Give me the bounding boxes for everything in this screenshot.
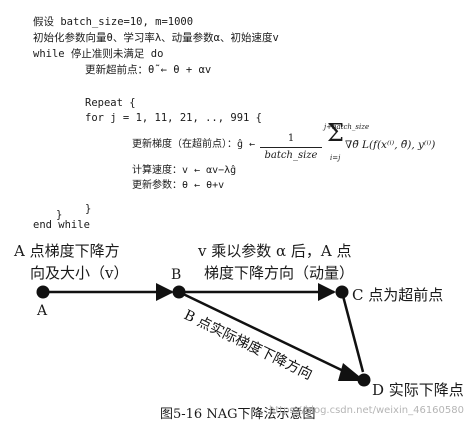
fraction-numerator: 1 [260, 132, 322, 148]
algo-line-endwhile: end while [33, 219, 90, 231]
label-point-d: D 实际下降点 [372, 381, 464, 399]
arrowhead-a-to-b [156, 283, 174, 301]
algo-line-gradient-label: 更新梯度（在超前点）：ĝ ← [132, 139, 256, 150]
label-a-desc-2: 向及大小（v） [30, 264, 129, 282]
algo-close-for: } [85, 203, 92, 215]
watermark-url: https://blog.csdn.net/weixin_46160580 [268, 405, 464, 416]
algorithm-block: 假设 batch_size=10, m=1000 初始化参数向量θ、学习率λ、动… [33, 16, 436, 231]
label-diagonal: B 点实际梯度下降方向 [181, 307, 315, 383]
arrow-b-to-d [178, 290, 357, 379]
algo-line-for: for j = 1, 11, 21, .., 991 { [85, 112, 263, 124]
sum-lower-bound: i=j [330, 154, 341, 162]
point-a [36, 285, 50, 299]
fraction-denominator: batch_size [264, 150, 318, 161]
algo-line-repeat: Repeat { [85, 97, 136, 109]
algo-close-repeat: } [56, 209, 63, 221]
caption-title: 图5-16 NAG下降法示意图 [160, 407, 316, 422]
point-d [357, 373, 371, 387]
label-momentum-1: v 乘以参数 α 后，A 点 [198, 242, 352, 260]
gradient-expression: ∇θ̃ L(f(x⁽ⁱ⁾, θ̃), y⁽ⁱ⁾) [345, 139, 436, 151]
sum-symbol: Σ [327, 119, 344, 147]
algo-line-while: while 停止准则未满足 do [33, 48, 164, 60]
label-point-c: C 点为超前点 [352, 286, 444, 304]
arrowhead-b-to-c [318, 283, 336, 301]
label-momentum-2: 梯度下降方向（动量） [204, 264, 355, 282]
gradient-fraction: 1 batch_size [260, 132, 322, 163]
label-point-a: A [37, 303, 48, 319]
label-point-b: B [171, 267, 182, 283]
algo-line-velocity: 计算速度：v ← αv−λĝ [132, 165, 237, 176]
algo-line-init: 初始化参数向量θ、学习率λ、动量参数α、初始速度v [33, 32, 279, 44]
diagram-arrows: B 点实际梯度下降方向 [36, 283, 371, 387]
point-c [335, 285, 349, 299]
label-a-desc-1: A 点梯度下降方 [14, 242, 120, 260]
nag-diagram: B 点实际梯度下降方向 A 点梯度下降方 向及大小（v） A B v 乘以参数 … [0, 232, 474, 406]
algo-line-batch: 假设 batch_size=10, m=1000 [33, 16, 194, 28]
algo-line-lookahead: 更新超前点：θ̃ ← θ + αv [85, 64, 212, 76]
point-b [172, 285, 186, 299]
sum-upper-bound: j+batch_size [324, 123, 370, 131]
arrowhead-b-to-d [338, 363, 365, 381]
arrow-c-to-d [340, 291, 365, 373]
algo-line-update: 更新参数：θ ← θ+v [132, 180, 225, 191]
